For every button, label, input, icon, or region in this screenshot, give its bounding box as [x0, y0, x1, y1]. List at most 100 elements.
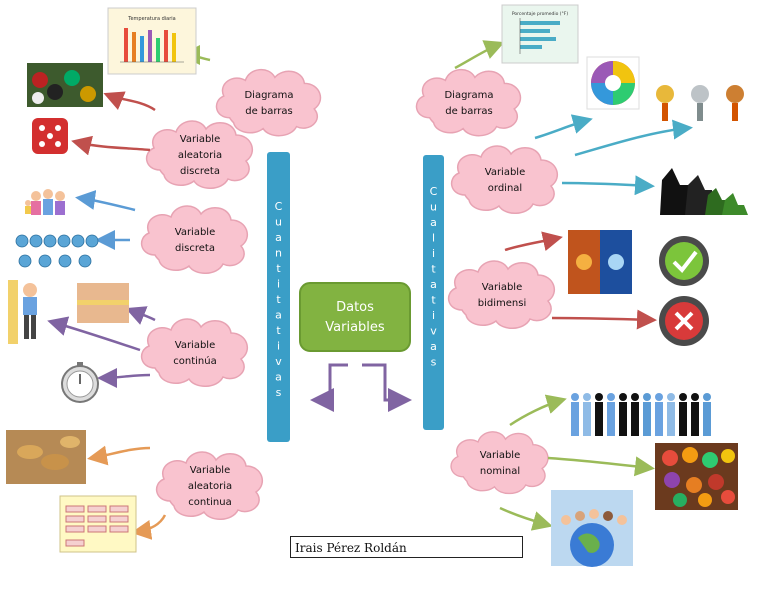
left-bar-letter: t: [276, 262, 281, 275]
left-bar-letter: t: [276, 324, 281, 337]
arrow-to-cross: [551, 309, 657, 330]
right-chart-title: Porcentaje promedio (°F): [512, 11, 569, 17]
left-cloud: Diagrama de barras: [215, 68, 322, 137]
right-cloud-text: Diagrama: [444, 90, 493, 101]
right-bar-letter: t: [431, 294, 436, 307]
right-cloud-text: de barras: [445, 106, 493, 117]
fire-ice-image: [568, 230, 632, 294]
right-bar-letter: i: [432, 247, 435, 260]
arrow-to-globe: [499, 506, 553, 531]
arrow-to-trophies: [574, 119, 693, 157]
right-cloud-text: ordinal: [488, 183, 522, 194]
left-cloud: Variable discreta: [140, 205, 249, 275]
right-bar-letter: t: [431, 263, 436, 276]
right-cloud: Variable nominal: [450, 431, 549, 495]
globe-kids-image: [551, 490, 633, 567]
cross-icon: [659, 296, 709, 346]
people-image: [571, 393, 711, 436]
right-cloud-text: Variable: [485, 167, 526, 178]
left-cloud-text: Variable: [180, 134, 221, 145]
bar-chart-image: Temperatura diaria: [107, 7, 197, 75]
left-cloud-text: Diagrama: [244, 90, 293, 101]
right-bar-letter: a: [430, 340, 437, 353]
number-balls-image: [15, 234, 99, 268]
left-bar-letter: s: [276, 386, 282, 399]
center-left-arrow: [310, 363, 348, 412]
arrow-to-colorwheel: [534, 114, 593, 140]
color-wheel-image: [586, 56, 640, 110]
arrow-to-stopwatch: [97, 367, 151, 388]
right-bar-letter: a: [430, 216, 437, 229]
right-cloud: Variable ordinal: [450, 145, 559, 215]
arrow-to-dogs: [561, 175, 655, 196]
dogs-image: [660, 168, 748, 215]
arrow-to-fire-ice: [504, 231, 563, 252]
coins-image: [6, 430, 86, 484]
stopwatch-image: [61, 362, 99, 403]
right-cloud: Diagrama de barras: [415, 68, 522, 137]
arrow-to-waist: [125, 306, 156, 325]
right-bar-letter: s: [431, 356, 437, 369]
arrow-to-table: [131, 514, 167, 540]
center-line2: Variables: [325, 320, 385, 335]
right-bar-letter: a: [430, 278, 437, 291]
left-bar-letter: u: [275, 216, 282, 229]
left-cloud-text: aleatoria: [178, 150, 222, 161]
horizontal-bar-chart-image: Porcentaje promedio (°F): [501, 4, 579, 64]
arrow-to-people: [509, 394, 567, 427]
right-bar-letter: l: [432, 232, 435, 245]
left-bar-letter: i: [277, 340, 280, 353]
left-cloud-text: de barras: [245, 106, 293, 117]
right-cloud-text: bidimensi: [478, 298, 526, 309]
center-line1: Datos: [336, 300, 374, 315]
arrow-to-coins: [87, 445, 151, 466]
left-chart-title: Temperatura diaria: [127, 16, 176, 22]
left-cloud-text: aleatoria: [188, 481, 232, 492]
left-cloud-text: discreta: [175, 243, 215, 254]
left-cloud-text: discreta: [180, 166, 220, 177]
trophies-image: [656, 85, 744, 121]
author-name: Irais Pérez Roldán: [290, 536, 523, 558]
child-height-image: [8, 280, 37, 344]
left-cloud: Variable aleatoria discreta: [145, 120, 254, 190]
arrow-to-chips: [103, 91, 156, 112]
left-cloud: Variable continúa: [140, 318, 249, 388]
left-bar-letter: a: [275, 371, 282, 384]
right-cloud-text: Variable: [482, 282, 523, 293]
dice-image: [32, 118, 68, 154]
left-cloud-text: Variable: [175, 227, 216, 238]
center-node: Datos Variables: [299, 282, 411, 352]
right-bar-letter: v: [430, 325, 437, 338]
left-bar-letter: a: [275, 309, 282, 322]
table-image: [59, 495, 137, 553]
right-bar-letter: u: [430, 201, 437, 214]
arrow-to-fruits: [547, 456, 655, 477]
check-icon: [659, 236, 709, 286]
right-cloud-text: nominal: [480, 466, 520, 477]
left-cloud-text: Variable: [175, 340, 216, 351]
left-bar-letter: i: [277, 278, 280, 291]
left-bar-letter: n: [275, 247, 282, 260]
left-bar-letter: t: [276, 293, 281, 306]
arrow-to-dice: [71, 135, 151, 156]
fruits-image: [655, 443, 738, 510]
left-cloud-text: continúa: [173, 355, 216, 367]
family-image: [25, 189, 65, 215]
left-bar-letter: a: [275, 231, 282, 244]
left-cloud-text: Variable: [190, 465, 231, 476]
arrow-to-family: [75, 190, 136, 212]
right-cloud-text: Variable: [480, 450, 521, 461]
right-bar-letter: C: [430, 185, 438, 198]
right-bar-letter: i: [432, 309, 435, 322]
casino-chips-image: [27, 63, 103, 107]
arrow-to-hbar-chart: [454, 40, 505, 70]
waist-tape-image: [77, 283, 129, 323]
arrow-to-child: [47, 316, 141, 352]
left-bar-letter: C: [275, 200, 283, 213]
left-bar-letter: v: [275, 355, 282, 368]
right-cloud: Variable bidimensi: [447, 260, 556, 330]
